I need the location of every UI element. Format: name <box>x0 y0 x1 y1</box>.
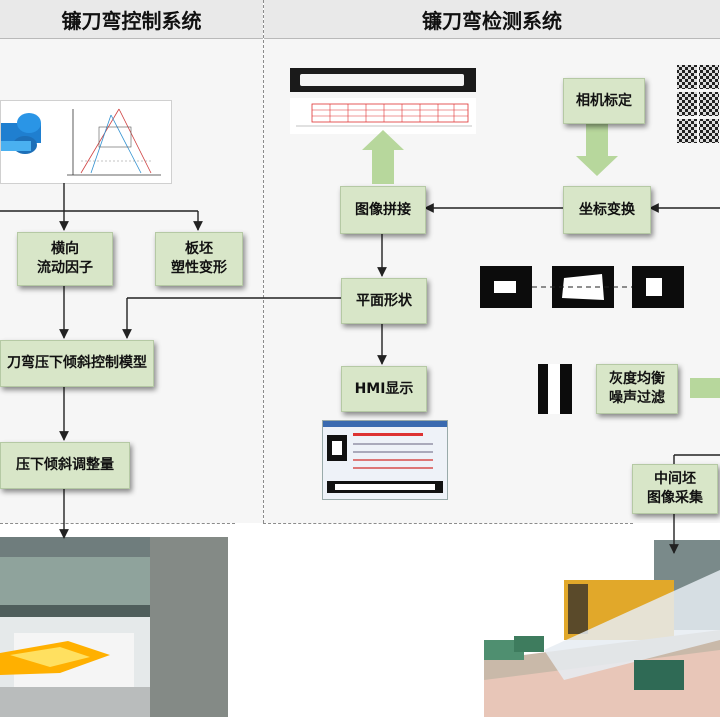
lateral-flow-factor-box: 横向 流动因子 <box>17 232 113 286</box>
hmi-display-label: HMI显示 <box>354 380 414 397</box>
hmi-screenshot <box>322 420 448 500</box>
green-bar-right <box>690 378 720 398</box>
camera-calibration-label: 相机标定 <box>576 92 632 109</box>
slab-plastic-line1: 板坯 <box>185 241 213 257</box>
hmi-display-box: HMI显示 <box>341 366 427 412</box>
plane-shape-label: 平面形状 <box>356 292 412 309</box>
panel-divider <box>263 0 264 523</box>
stitched-slab-image <box>290 68 476 92</box>
right-panel-header: 镰刀弯检测系统 <box>264 0 720 39</box>
slab-plastic-line2: 塑性变形 <box>171 260 227 276</box>
image-capture-line2: 图像采集 <box>647 490 703 506</box>
left-panel-title: 镰刀弯控制系统 <box>61 8 202 33</box>
binary-image-1 <box>480 266 532 308</box>
right-panel-title: 镰刀弯检测系统 <box>422 8 562 33</box>
coordinate-transform-label: 坐标变换 <box>579 201 635 218</box>
tilt-adjustment-box: 压下倾斜调整量 <box>0 442 130 489</box>
green-arrow-stitch-up <box>362 130 404 184</box>
image-stitching-label: 图像拼接 <box>355 201 411 218</box>
coordinate-transform-box: 坐标变换 <box>563 186 651 234</box>
image-stitching-box: 图像拼接 <box>340 186 426 234</box>
production-line-render <box>484 540 720 717</box>
green-arrow-calib-down <box>576 122 618 176</box>
binary-image-4 <box>538 364 572 414</box>
binary-image-3 <box>632 266 684 308</box>
calibration-checkerboards <box>676 64 720 146</box>
lateral-flow-line1: 横向 <box>51 241 79 257</box>
slab-plastic-deformation-box: 板坯 塑性变形 <box>155 232 243 286</box>
camera-calibration-box: 相机标定 <box>563 78 645 124</box>
roller-model-illustration <box>0 100 172 184</box>
tilt-control-model-box: 刀弯压下倾斜控制模型 <box>0 340 154 387</box>
lateral-flow-line2: 流动因子 <box>37 260 93 276</box>
bottom-divider-left <box>0 523 235 524</box>
stitched-grid-chart <box>290 98 476 134</box>
bottom-divider-right <box>263 523 633 524</box>
tilt-control-model-label: 刀弯压下倾斜控制模型 <box>7 355 147 371</box>
rolling-mill-render <box>0 537 228 717</box>
image-capture-box: 中间坯 图像采集 <box>632 464 718 514</box>
gray-balance-noise-filter-box: 灰度均衡 噪声过滤 <box>596 364 678 414</box>
left-panel-header: 镰刀弯控制系统 <box>0 0 263 39</box>
plane-shape-box: 平面形状 <box>341 278 427 324</box>
tilt-adjustment-label: 压下倾斜调整量 <box>16 457 114 473</box>
gray-balance-line1: 灰度均衡 <box>609 371 665 387</box>
image-capture-line1: 中间坯 <box>654 471 696 487</box>
gray-balance-line2: 噪声过滤 <box>609 390 665 406</box>
